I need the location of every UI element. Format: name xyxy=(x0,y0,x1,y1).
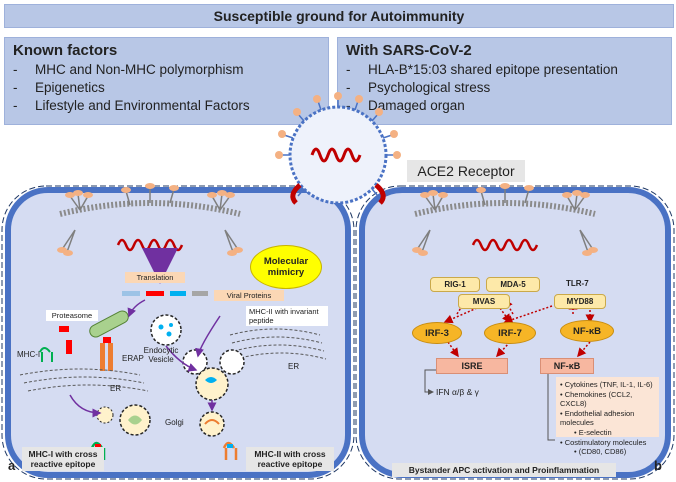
ifn-label: IFN α/β & γ xyxy=(436,387,479,397)
list-item: -Lifestyle and Environmental Factors xyxy=(13,98,250,113)
known-factors-heading: Known factors xyxy=(13,42,118,59)
known-factors-box: Known factors -MHC and Non-MHC polymorph… xyxy=(4,37,329,125)
molecular-mimicry-badge: Molecular mimicry xyxy=(250,245,322,289)
list-item: • E-selectin xyxy=(574,427,612,437)
nfkb-box: NF-κB xyxy=(540,358,594,374)
nfkb-oval: NF-κB xyxy=(560,320,614,342)
known-factors-list: -MHC and Non-MHC polymorphism -Epigeneti… xyxy=(13,61,320,115)
sars-factors-box: With SARS-CoV-2 -HLA-B*15:03 shared epit… xyxy=(337,37,672,125)
outputs-box: • Cytokines (TNF, IL-1, IL-6) • Chemokin… xyxy=(556,377,659,456)
irf3-oval: IRF-3 xyxy=(412,322,462,344)
list-item: • Endothelial adhesion molecules xyxy=(560,408,635,428)
list-item: • Costimulatory molecules xyxy=(560,437,647,447)
list-item: -Psychological stress xyxy=(346,80,491,95)
title-banner: Susceptible ground for Autoimmunity xyxy=(4,4,674,28)
erap-label: ERAP xyxy=(122,354,144,363)
mhc1-caption: MHC-I with cross reactive epitope xyxy=(22,447,104,471)
outputs-list: • Cytokines (TNF, IL-1, IL-6) • Chemokin… xyxy=(560,380,655,457)
sars-factors-heading: With SARS-CoV-2 xyxy=(346,42,472,59)
list-item: • (CD80, CD86) xyxy=(574,447,627,457)
er-left-label: ER xyxy=(110,384,122,393)
mvas-box: MVAS xyxy=(458,294,510,309)
irf7-oval: IRF-7 xyxy=(484,322,536,344)
list-item: • Cytokines (TNF, IL-1, IL-6) xyxy=(560,380,653,389)
membrane-a xyxy=(57,183,243,256)
er-right-label: ER xyxy=(288,362,300,371)
list-item: -HLA-B*15:03 shared epitope presentation xyxy=(346,62,618,77)
nfkb-to-outputs-line xyxy=(547,372,555,441)
rig1-box: RIG-1 xyxy=(430,277,480,292)
mda5-box: MDA-5 xyxy=(486,277,540,292)
list-item: • Chemokines (CCL2, CXCL8) xyxy=(560,389,633,409)
isre-box: ISRE xyxy=(436,358,508,374)
translation-label: Translation xyxy=(125,272,185,283)
sars-factors-list: -HLA-B*15:03 shared epitope presentation… xyxy=(346,61,663,115)
proteasome-label: Proteasome xyxy=(46,310,98,321)
tlr7-label: TLR-7 xyxy=(566,279,589,288)
list-item: -Epigenetics xyxy=(13,80,105,95)
membrane-b xyxy=(412,183,598,256)
list-item: -Damaged organ xyxy=(346,98,465,113)
endocytic-vesicle-label: Endocytic Vesicle xyxy=(143,346,179,364)
mhc2-caption: MHC-II with cross reactive epitope xyxy=(246,447,334,471)
mhc1-label: MHC-I xyxy=(17,350,41,359)
myd88-box: MYD88 xyxy=(554,294,606,309)
list-item: -MHC and Non-MHC polymorphism xyxy=(13,62,244,77)
panel-b-letter: b xyxy=(654,458,662,473)
ace2-receptor-label: ACE2 Receptor xyxy=(407,160,525,182)
virus-particle xyxy=(275,92,401,205)
title-text: Susceptible ground for Autoimmunity xyxy=(213,8,465,24)
panel-a-graphics xyxy=(19,248,327,460)
isre-to-ifn-arrow xyxy=(424,369,436,395)
mhc2-invariant-label: MHC-II with invariant peptide xyxy=(246,306,328,326)
golgi-label: Golgi xyxy=(165,418,184,427)
panel-a-letter: a xyxy=(8,458,16,473)
panel-b-caption: Bystander APC activation and Proinflamma… xyxy=(392,463,616,477)
viral-proteins-label: Viral Proteins xyxy=(214,290,284,301)
